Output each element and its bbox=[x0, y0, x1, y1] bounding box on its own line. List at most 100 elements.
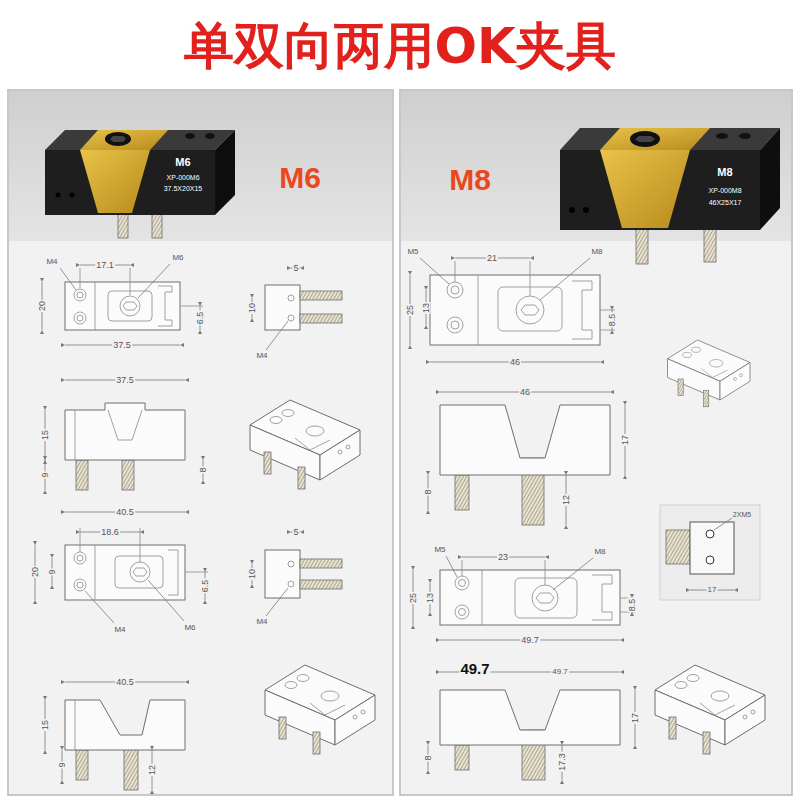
product-render-part bbox=[560, 150, 760, 230]
dimension-value: 15 bbox=[41, 429, 50, 441]
callout-label: M8 bbox=[594, 548, 605, 556]
front-view-part bbox=[75, 700, 76, 750]
product-render-part bbox=[110, 136, 126, 142]
dimension-value: 40.5 bbox=[115, 678, 135, 687]
isometric-view bbox=[265, 665, 375, 754]
top-view bbox=[35, 512, 208, 623]
top-view bbox=[413, 556, 635, 640]
dimension-value: 8 bbox=[424, 754, 433, 761]
product-render bbox=[45, 130, 235, 238]
top-view-part bbox=[138, 264, 170, 298]
dimension-value: 6.5 bbox=[201, 579, 210, 594]
top-view-part bbox=[74, 552, 86, 564]
front-view-part bbox=[440, 405, 610, 475]
engraved-text: XP-000M8 bbox=[708, 187, 741, 194]
front-view-part bbox=[122, 460, 134, 490]
side-view-part bbox=[288, 315, 294, 321]
side-photo bbox=[660, 505, 760, 600]
dimension-value: 17.1 bbox=[95, 261, 115, 270]
top-view-part bbox=[572, 281, 592, 339]
side-view-part bbox=[265, 285, 300, 330]
side-view-part bbox=[265, 550, 300, 598]
front-view-part bbox=[65, 403, 185, 460]
dimension-value: 25 bbox=[406, 304, 415, 316]
dimension-value: 49.7 bbox=[551, 668, 569, 676]
top-view-part bbox=[515, 578, 577, 618]
dimension-value: 49.7 bbox=[459, 661, 490, 676]
side-photo-part bbox=[706, 530, 714, 538]
top-view-part bbox=[420, 258, 449, 284]
dimension-value: 17 bbox=[631, 712, 640, 724]
model-label: M8 bbox=[449, 165, 491, 195]
product-render-part bbox=[215, 130, 235, 215]
product-render-part bbox=[569, 207, 575, 213]
dimension-value: 25 bbox=[409, 592, 418, 604]
model-label: M6 bbox=[279, 163, 321, 193]
engraved-text: 37.5X20X15 bbox=[164, 185, 203, 192]
product-render-part bbox=[80, 130, 168, 150]
top-view-part bbox=[521, 305, 539, 315]
side-photo-part bbox=[660, 505, 760, 600]
dimension-value: 9 bbox=[41, 471, 50, 478]
product-render-part bbox=[739, 133, 751, 139]
isometric-view bbox=[655, 665, 765, 754]
product-render-part bbox=[760, 128, 780, 230]
side-view-part bbox=[300, 580, 342, 589]
panel-part bbox=[401, 91, 791, 241]
dimension-value: 20 bbox=[31, 566, 40, 578]
side-view-part bbox=[266, 321, 288, 350]
callout-label: M4 bbox=[256, 352, 267, 360]
dimension-value: 8 bbox=[199, 466, 208, 473]
callout-label: 2XM5 bbox=[733, 511, 751, 518]
top-view-part bbox=[180, 306, 203, 307]
dimension-value: 23 bbox=[497, 553, 509, 562]
isometric-view bbox=[668, 340, 751, 407]
engraved-text: XP-000M6 bbox=[166, 174, 199, 181]
top-view-part bbox=[77, 555, 83, 561]
top-view-part bbox=[77, 292, 83, 298]
dimension-value: 5 bbox=[292, 264, 299, 273]
top-view-part bbox=[447, 317, 463, 333]
top-view-part bbox=[446, 556, 457, 577]
panel-part bbox=[8, 90, 393, 795]
panel-part bbox=[9, 91, 392, 241]
dimension-value: 12 bbox=[148, 764, 157, 776]
side-view bbox=[252, 268, 342, 350]
panel bbox=[8, 90, 792, 795]
top-view-part bbox=[459, 609, 466, 616]
side-view-part bbox=[300, 291, 342, 300]
top-view-part bbox=[77, 315, 83, 321]
top-view-part bbox=[77, 582, 83, 588]
top-view-part bbox=[133, 568, 147, 576]
side-view-part bbox=[288, 295, 294, 301]
dimension-value: 13 bbox=[422, 302, 431, 314]
top-view bbox=[42, 264, 203, 345]
dimension-value: 21 bbox=[486, 254, 498, 263]
top-view-part bbox=[478, 275, 479, 345]
dimension-value: 15 bbox=[41, 719, 50, 731]
product-render-part bbox=[70, 193, 75, 198]
product-render-part bbox=[583, 207, 589, 213]
callout-label: M8 bbox=[591, 248, 602, 256]
top-view-part bbox=[530, 261, 531, 296]
dimension-value: 8.5 bbox=[608, 313, 617, 328]
panel-part bbox=[400, 90, 792, 795]
dimension-value: 10 bbox=[248, 568, 257, 580]
product-render-part bbox=[205, 133, 215, 139]
front-view bbox=[428, 392, 625, 525]
front-view bbox=[428, 672, 635, 780]
page-title: 单双向两用OK夹具 bbox=[184, 21, 615, 71]
dimension-value: 6.5 bbox=[196, 311, 205, 326]
top-view-part bbox=[74, 579, 86, 591]
product-render-part bbox=[45, 150, 215, 215]
callout-label: M5 bbox=[434, 546, 445, 554]
front-view-part bbox=[108, 410, 142, 440]
callout-label: M6 bbox=[172, 254, 183, 262]
product-render-part bbox=[105, 132, 131, 146]
dimension-value: 13 bbox=[426, 592, 435, 604]
front-view-part bbox=[76, 460, 88, 490]
dimension-value: 17 bbox=[621, 434, 630, 446]
side-photo-part bbox=[706, 556, 714, 564]
top-view-part bbox=[462, 560, 463, 576]
dimension-value: 10 bbox=[248, 302, 257, 314]
